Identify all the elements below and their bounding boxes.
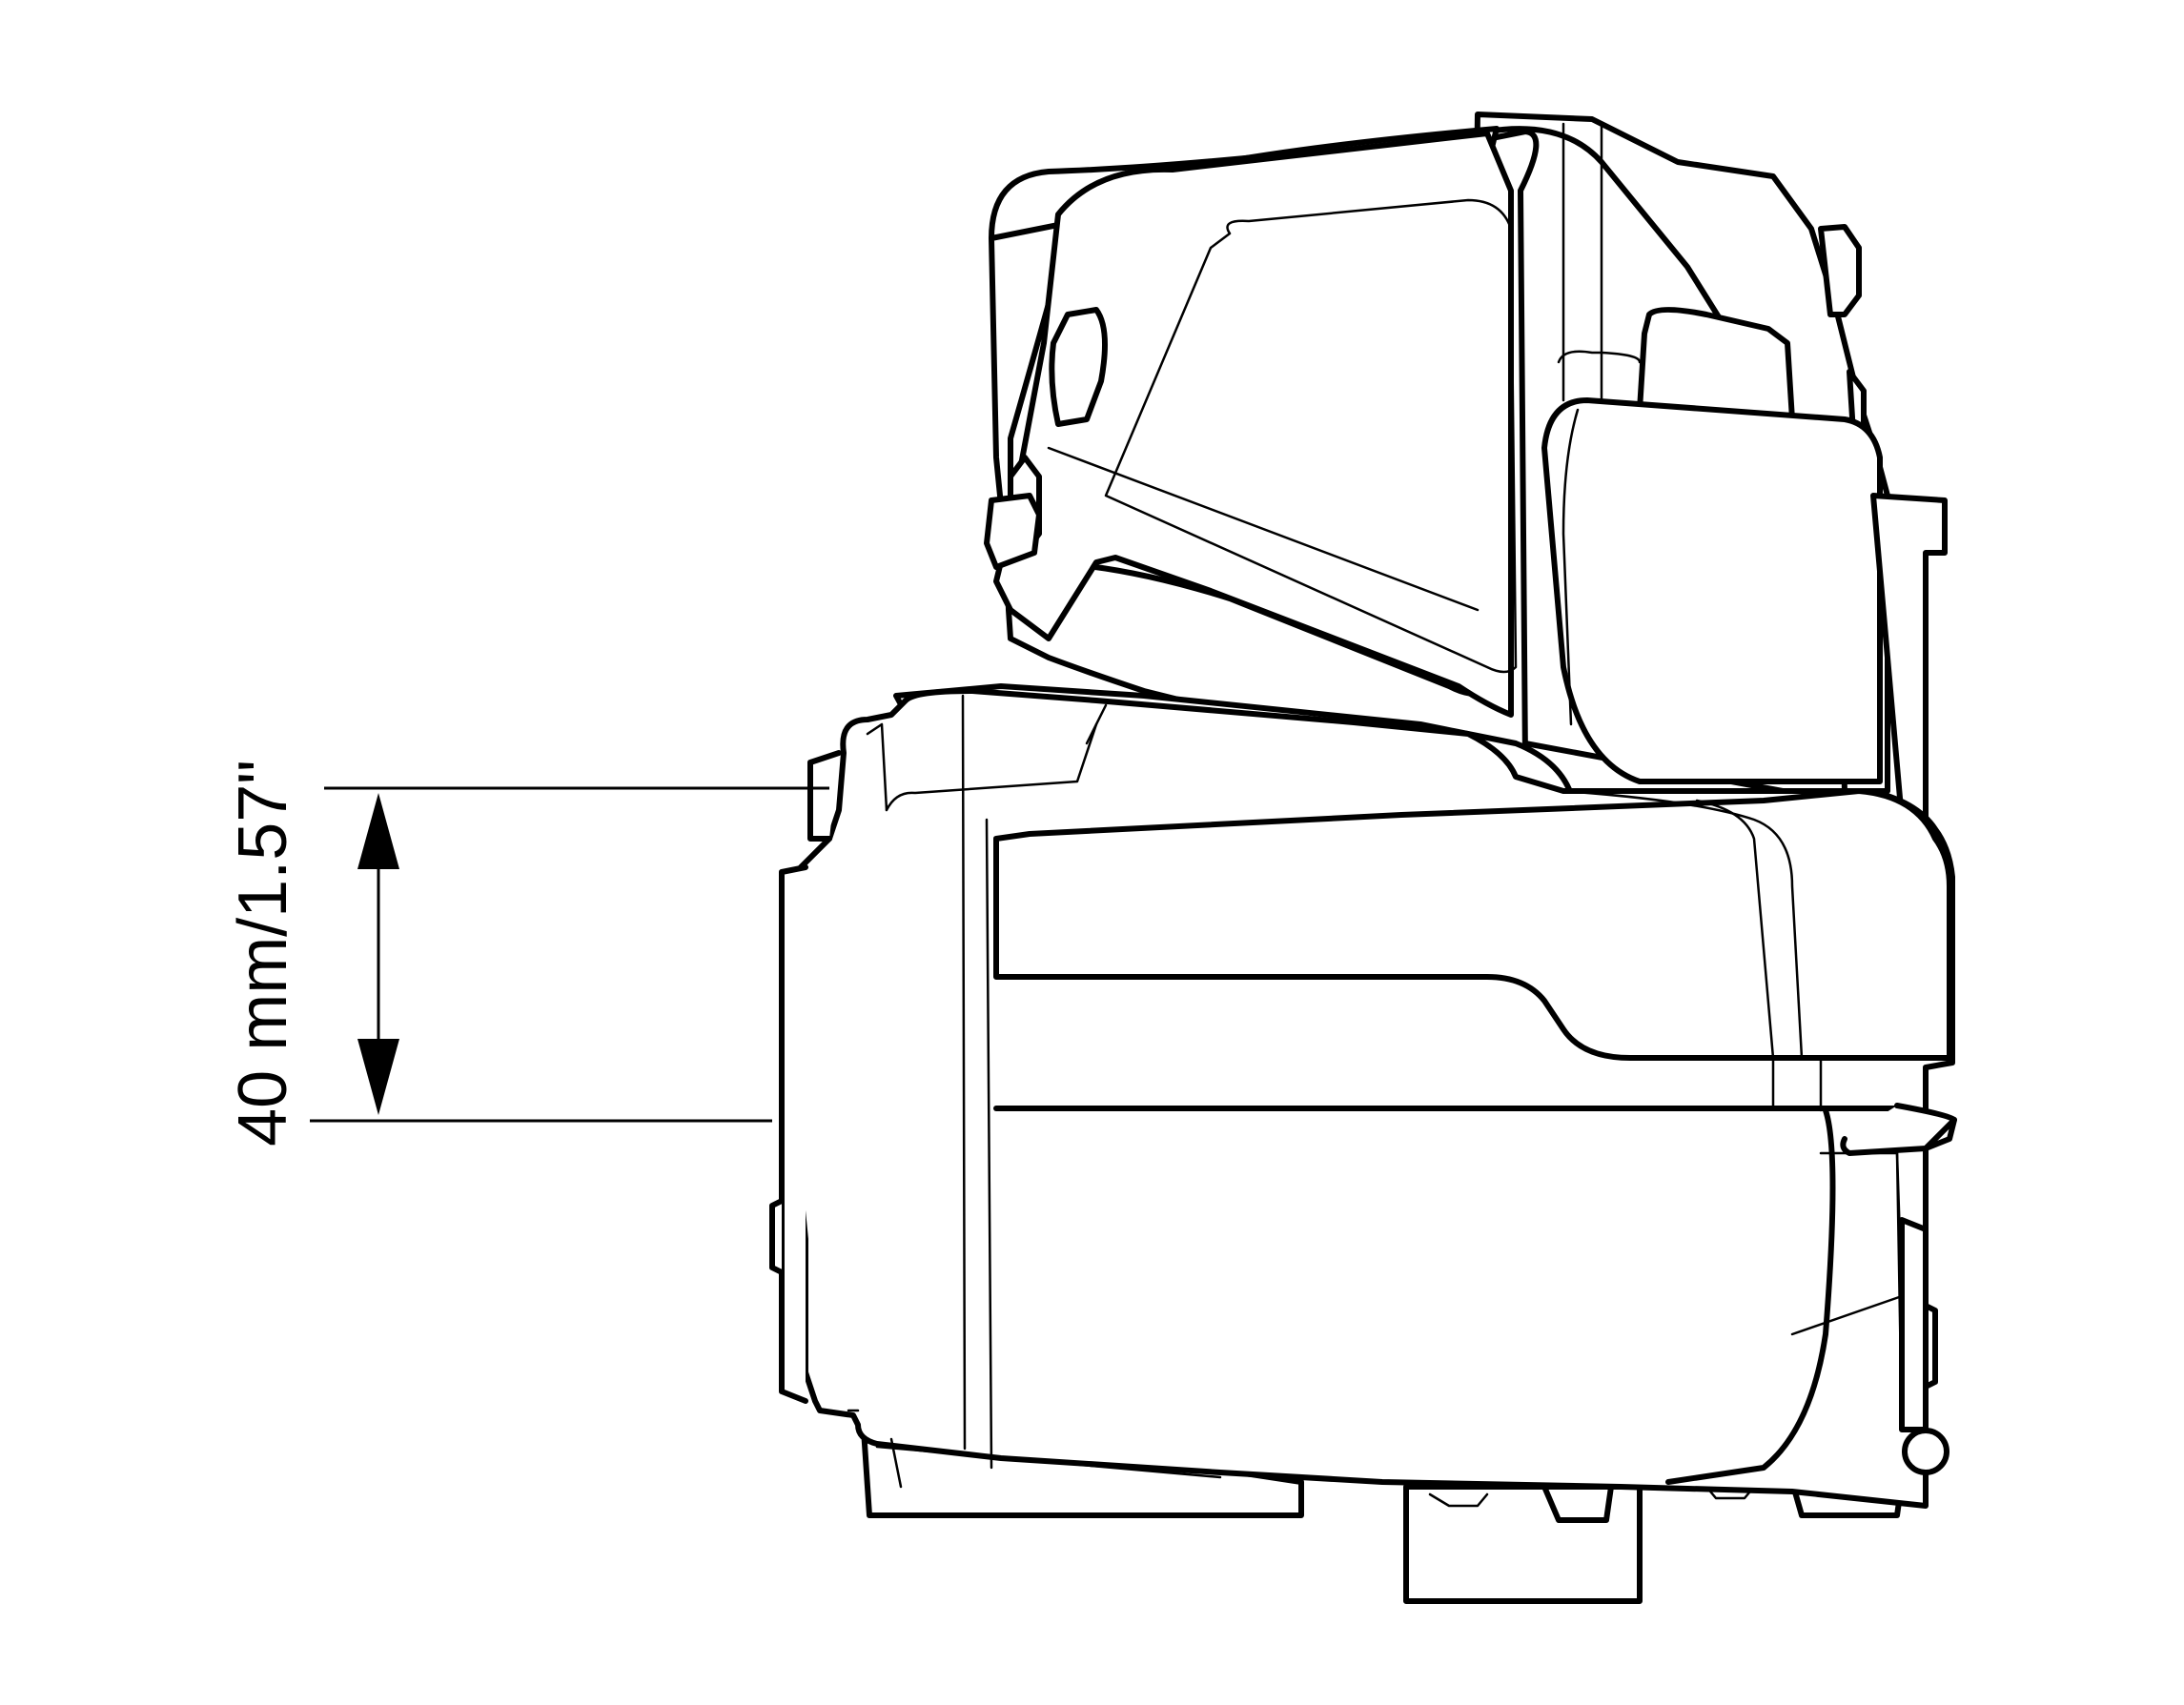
arrow-down-icon bbox=[357, 1039, 399, 1115]
lens-head bbox=[984, 112, 1948, 822]
camera-outline bbox=[769, 112, 1957, 1604]
dimension-label: 40 mm/1.57" bbox=[225, 760, 301, 1147]
main-housing bbox=[769, 683, 1957, 1509]
arrow-up-icon bbox=[357, 793, 399, 869]
dimension-annotation: 40 mm/1.57" bbox=[225, 760, 829, 1147]
